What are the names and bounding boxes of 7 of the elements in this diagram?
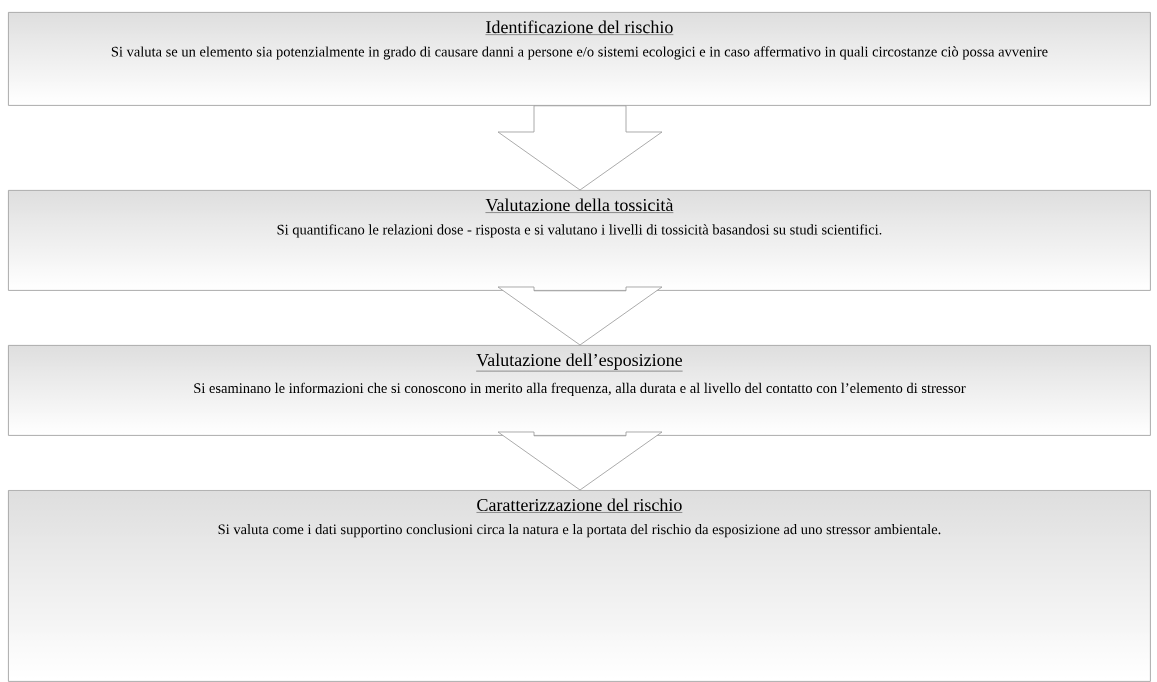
block-arrow <box>497 105 663 191</box>
process-band: Caratterizzazione del rischio Si valuta come i dati supportino conclusioni circa la natura e la portata del rischio da esposizione ad uno stressor ambientale. <box>8 490 1151 682</box>
block-arrow <box>497 286 663 346</box>
process-band: Valutazione della tossicità Si quantificano le relazioni dose - risposta e si valutano i livelli di tossicità basandosi su studi scientifici. <box>8 190 1151 291</box>
process-band: Valutazione dell’esposizione Si esaminano le informazioni che si conoscono in merito alla frequenza, alla durata e al livello del contatto con l’elemento di stressor <box>8 345 1151 436</box>
process-band: Identificazione del rischio Si valuta se un elemento sia potenzialmente in grado di causare danni a persone e/o sistemi ecologici e in caso affermativo in quali circostanze ciò possa avvenire <box>8 12 1151 106</box>
block-arrow <box>497 431 663 491</box>
